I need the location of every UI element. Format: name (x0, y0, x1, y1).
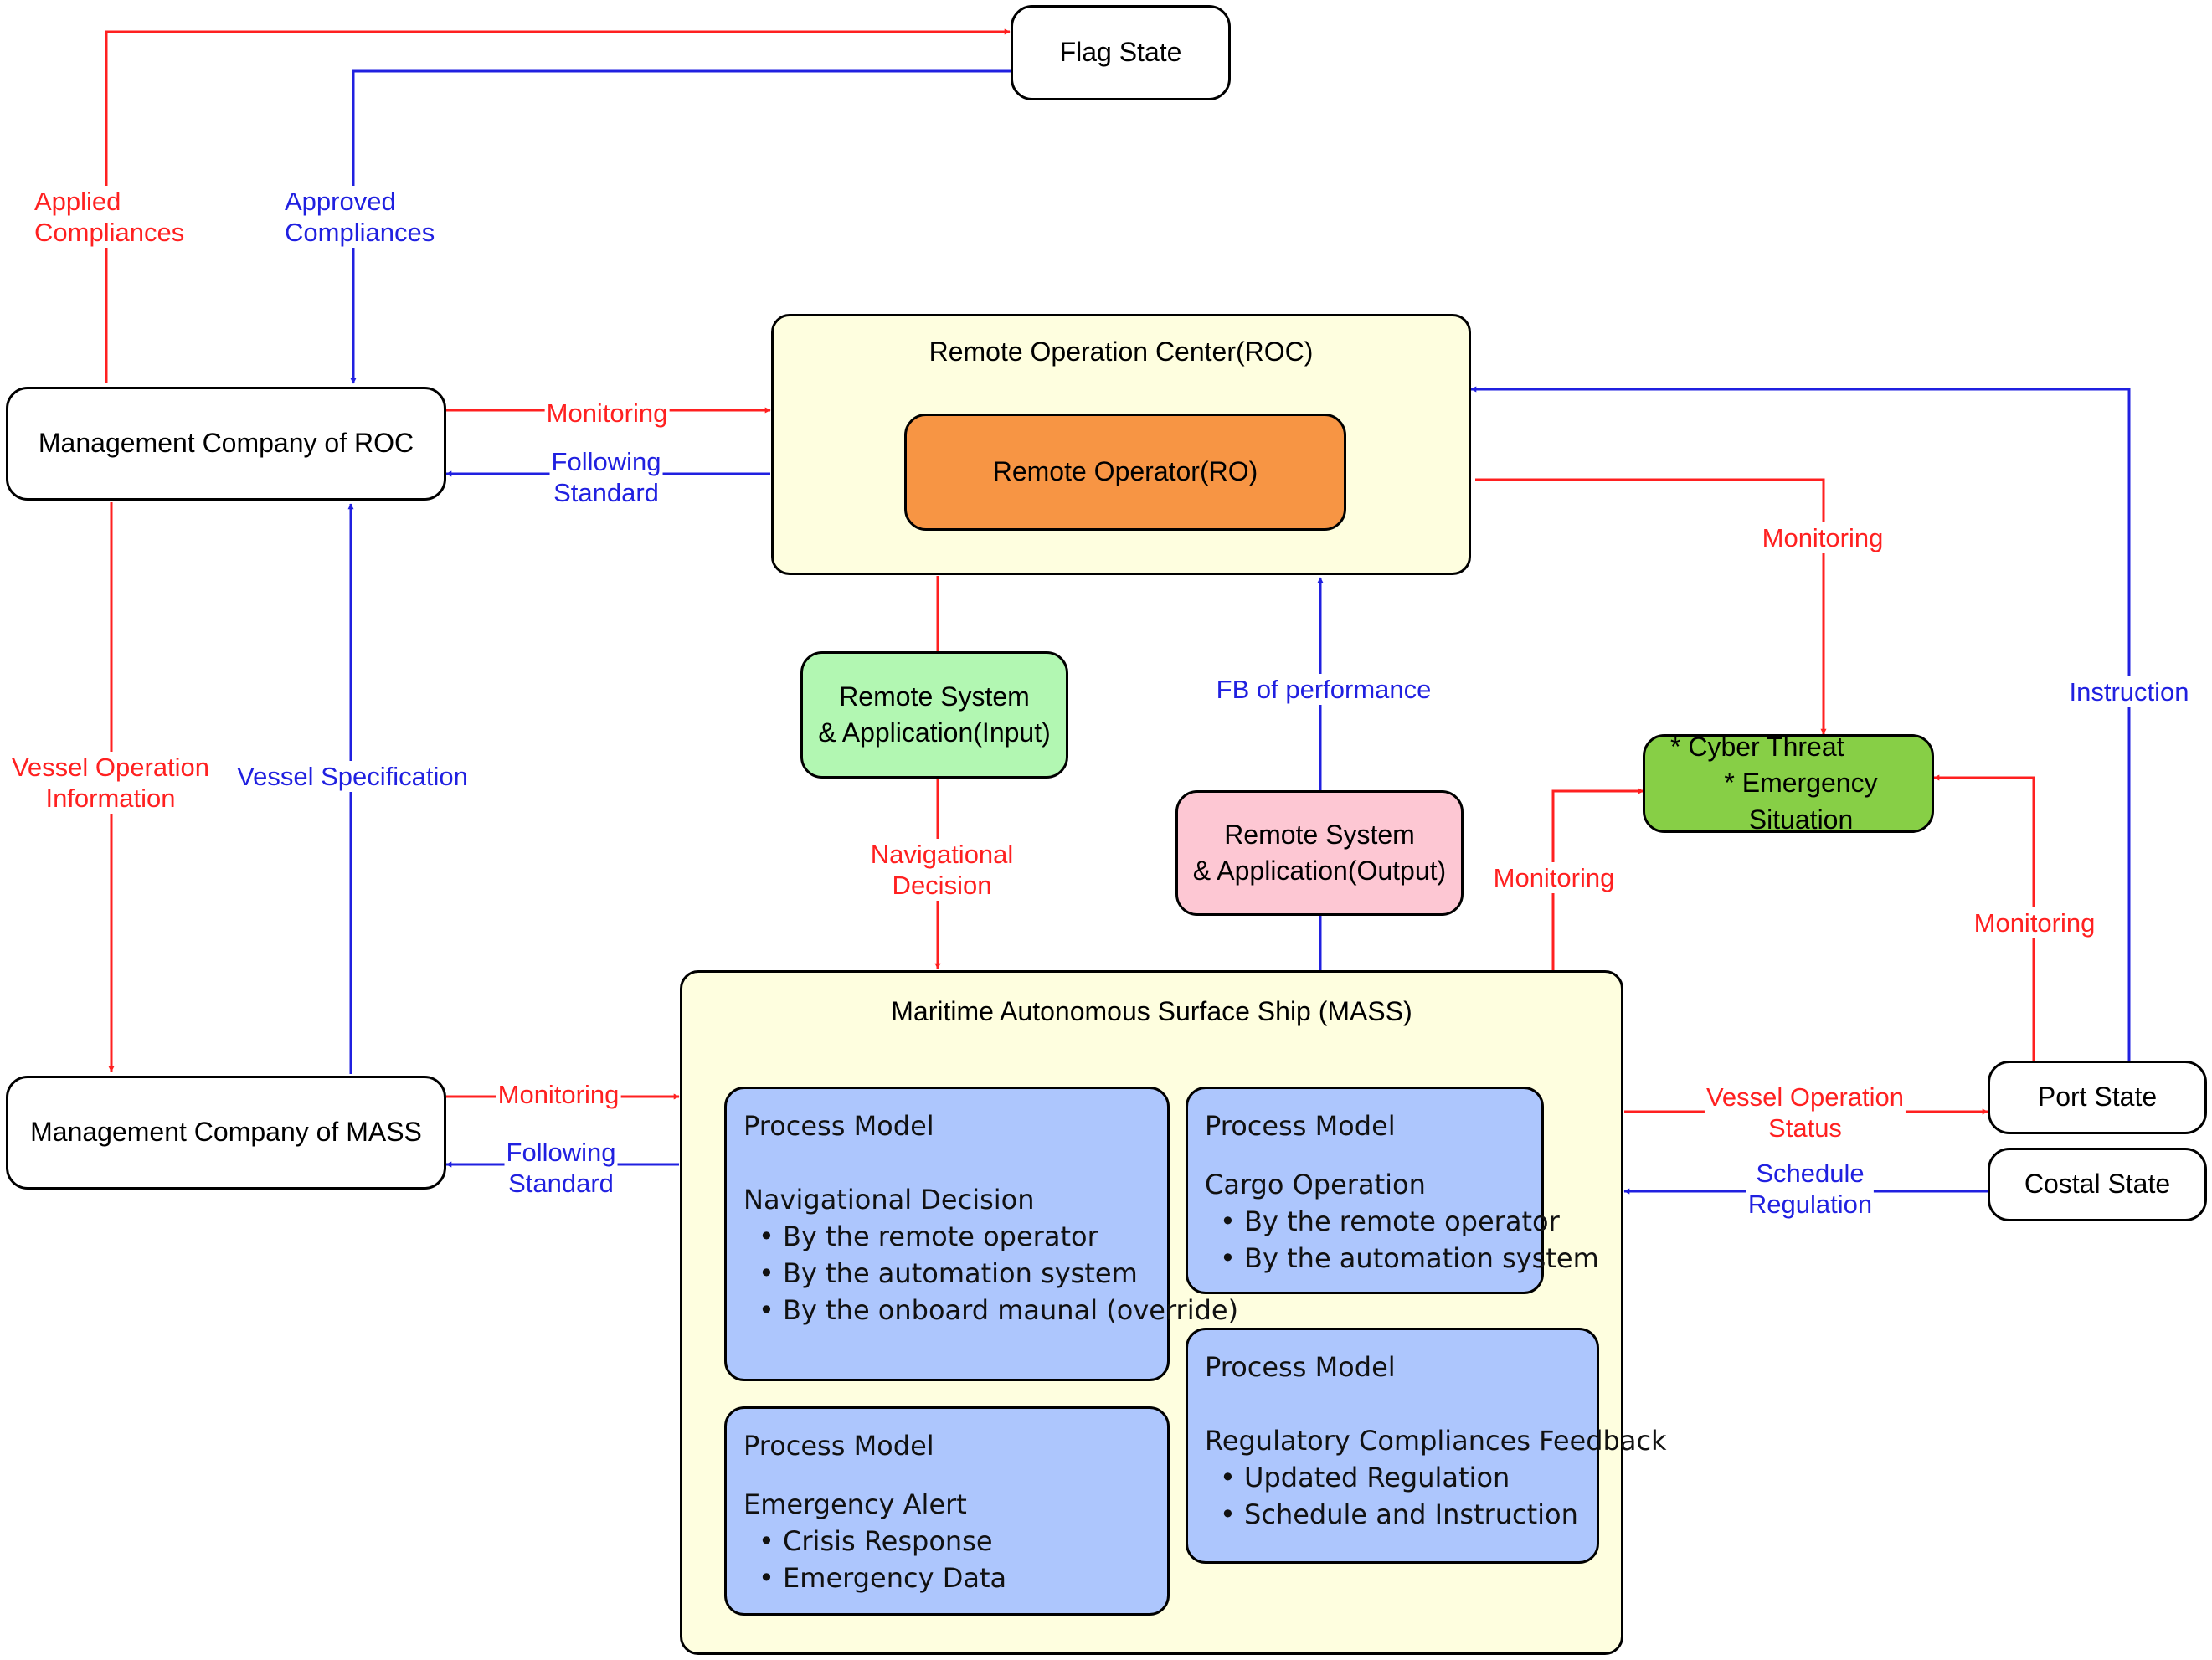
remote-operator-label: Remote Operator(RO) (992, 456, 1258, 487)
pm-cargo-heading: Cargo Operation (1205, 1169, 1426, 1200)
mgmt-company-mass-node[interactable]: Management Company of MASS (6, 1076, 446, 1190)
label-monitoring-port-threat: Monitoring (1972, 907, 2097, 938)
pm-cargo-item: By the automation system (1205, 1240, 1599, 1277)
flag-state-label: Flag State (1059, 37, 1182, 68)
pm-regulatory-item: Schedule and Instruction (1205, 1496, 1582, 1533)
label-approved-compliances: Approved Compliances (283, 186, 437, 248)
pm-regulatory-title: Process Model (1205, 1351, 1396, 1383)
label-vessel-operation-status: Vessel Operation Status (1704, 1082, 1906, 1143)
label-following-standard-mass: Following Standard (504, 1137, 618, 1199)
port-state-node[interactable]: Port State (1988, 1061, 2207, 1134)
mgmt-company-roc-node[interactable]: Management Company of ROC (6, 387, 446, 501)
process-model-cargo[interactable]: Process Model Cargo Operation By the rem… (1186, 1087, 1599, 1294)
pm-emergency-title: Process Model (743, 1430, 934, 1462)
costal-state-label: Costal State (2024, 1169, 2171, 1200)
rs-output-line-2: & Application(Output) (1192, 856, 1447, 886)
edge-applied-compliances (105, 28, 1011, 383)
label-monitoring-roc-threat: Monitoring (1760, 522, 1885, 553)
mgmt-company-roc-label: Management Company of ROC (38, 428, 414, 459)
label-following-standard-roc: Following Standard (549, 446, 663, 508)
edge-instruction (1470, 386, 2131, 1061)
pm-cargo-item: By the remote operator (1205, 1203, 1560, 1240)
label-monitoring-mass: Monitoring (496, 1079, 621, 1110)
pm-nav-item: By the automation system (743, 1255, 1152, 1292)
port-state-label: Port State (2037, 1082, 2158, 1113)
rs-input-line-1: Remote System (839, 681, 1030, 712)
pm-emergency-heading: Emergency Alert (743, 1488, 967, 1520)
process-model-emergency[interactable]: Process Model Emergency Alert Crisis Res… (724, 1406, 1170, 1616)
pm-emergency-item: Emergency Data (743, 1560, 1152, 1596)
remote-system-input-node[interactable]: Remote System & Application(Input) (800, 651, 1068, 779)
label-monitoring-roc: Monitoring (544, 398, 670, 429)
pm-cargo-title: Process Model (1205, 1110, 1396, 1142)
pm-nav-item: By the onboard maunal (override) (743, 1292, 1238, 1329)
label-schedule-regulation: Schedule Regulation (1746, 1158, 1875, 1220)
label-instruction: Instruction (2067, 676, 2191, 707)
pm-regulatory-item: Updated Regulation (1205, 1459, 1582, 1496)
label-navigational-decision: Navigational Decision (868, 839, 1016, 901)
rs-output-line-1: Remote System (1224, 819, 1415, 850)
costal-state-node[interactable]: Costal State (1988, 1148, 2207, 1221)
pm-nav-title: Process Model (743, 1110, 934, 1142)
edge-approved-compliances (350, 69, 1011, 384)
pm-regulatory-heading: Regulatory Compliances Feedback (1205, 1425, 1667, 1457)
remote-system-output-node[interactable]: Remote System & Application(Output) (1175, 790, 1464, 916)
threats-node[interactable]: * Cyber Threat * Emergency Situation (1643, 732, 1934, 835)
flag-state-node[interactable]: Flag State (1011, 5, 1231, 100)
pm-nav-heading: Navigational Decision (743, 1184, 1035, 1215)
pm-emergency-item: Crisis Response (743, 1523, 1152, 1560)
label-vessel-operation-information: Vessel Operation Information (9, 752, 212, 814)
pm-nav-item: By the remote operator (743, 1218, 1152, 1255)
edge-monitoring-roc-threat (1475, 478, 1827, 735)
mass-title: Maritime Autonomous Surface Ship (MASS) (891, 996, 1412, 1026)
label-applied-compliances: Applied Compliances (33, 186, 187, 248)
label-monitoring-mass-threat: Monitoring (1491, 862, 1617, 893)
edge-monitoring-mass-threat (1551, 788, 1644, 971)
threats-line-2: * Emergency Situation (1724, 768, 1878, 835)
process-model-regulatory[interactable]: Process Model Regulatory Compliances Fee… (1186, 1328, 1667, 1564)
label-fb-of-performance: FB of performance (1214, 674, 1433, 705)
mgmt-company-mass-label: Management Company of MASS (30, 1117, 422, 1148)
roc-title: Remote Operation Center(ROC) (929, 337, 1314, 367)
remote-operator-node[interactable]: Remote Operator(RO) (904, 414, 1346, 531)
edge-monitoring-port-threat (1933, 774, 2035, 1061)
rs-input-line-2: & Application(Input) (818, 717, 1051, 748)
threats-line-1: * Cyber Threat (1670, 732, 1844, 763)
label-vessel-specification: Vessel Specification (235, 761, 470, 792)
process-model-navigational[interactable]: Process Model Navigational Decision By t… (724, 1087, 1238, 1381)
